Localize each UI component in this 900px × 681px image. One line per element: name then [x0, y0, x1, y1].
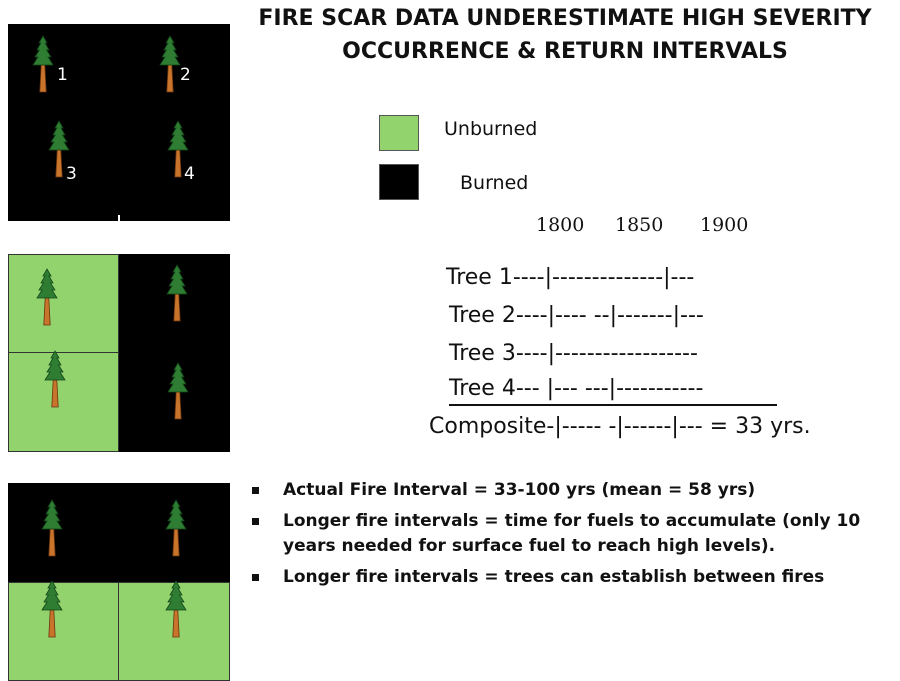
timeline-sum-rule [449, 404, 777, 406]
timeline-row-tree-3: Tree 3----|------------------ [449, 341, 698, 366]
title-line-2: OCCURRENCE & RETURN INTERVALS [342, 39, 788, 64]
timeline-row-tree-2: Tree 2----|---- --|-------|--- [449, 303, 704, 328]
tree-number-label: 4 [184, 164, 195, 184]
quadrant-unburned [8, 582, 119, 681]
conifer-tree-icon [32, 35, 54, 93]
timeline-row-tree-1: Tree 1----|--------------|--- [446, 265, 695, 290]
bullet-text: Longer fire intervals = trees can establ… [283, 567, 825, 587]
tree-number-label: 3 [66, 164, 77, 184]
quadrant-burned [119, 24, 230, 122]
timeline-year: 1800 [536, 214, 585, 236]
bullet-item: Actual Fire Interval = 33-100 yrs (mean … [252, 478, 897, 503]
bullet-square-icon [252, 487, 259, 494]
tree-number-label: 2 [180, 65, 191, 85]
conifer-tree-icon [165, 580, 187, 638]
bullet-item: Longer fire intervals = trees can establ… [252, 565, 897, 590]
quadrant-burned [8, 24, 119, 122]
bullet-square-icon [252, 518, 259, 525]
panel-left-unburned [8, 254, 230, 452]
quadrant-unburned [8, 353, 119, 452]
bullet-list: Actual Fire Interval = 33-100 yrs (mean … [252, 478, 897, 596]
conifer-tree-icon [36, 268, 58, 326]
timeline-row-tree-4: Tree 4--- |--- ---|----------- [449, 376, 704, 401]
legend-swatch-unburned [379, 115, 419, 151]
conifer-tree-icon [44, 350, 66, 408]
bullet-text: Longer fire intervals = time for fuels t… [283, 511, 861, 556]
legend-label-burned: Burned [460, 172, 529, 194]
bullet-square-icon [252, 574, 259, 581]
bullet-item: Longer fire intervals = time for fuels t… [252, 509, 897, 559]
legend-swatch-burned [379, 164, 419, 200]
conifer-tree-icon [41, 580, 63, 638]
conifer-tree-icon [166, 264, 188, 322]
panel-notch [118, 215, 120, 221]
timeline-year: 1900 [700, 214, 749, 236]
timeline-year: 1850 [615, 214, 664, 236]
conifer-tree-icon [159, 35, 181, 93]
timeline-row-composite: Composite-|----- -|------|--- = 33 yrs. [429, 414, 811, 439]
conifer-tree-icon [165, 499, 187, 557]
quadrant-unburned [8, 254, 119, 353]
panel-bottom-unburned [8, 483, 230, 681]
title-line-1: FIRE SCAR DATA UNDERESTIMATE HIGH SEVERI… [258, 6, 872, 31]
quadrant-burned [8, 483, 119, 582]
bullet-text: Actual Fire Interval = 33-100 yrs (mean … [283, 480, 756, 500]
conifer-tree-icon [41, 499, 63, 557]
conifer-tree-icon [167, 362, 189, 420]
tree-number-label: 1 [57, 65, 68, 85]
legend-label-unburned: Unburned [444, 118, 538, 140]
panel-all-burned: 1 2 3 4 [8, 24, 230, 221]
